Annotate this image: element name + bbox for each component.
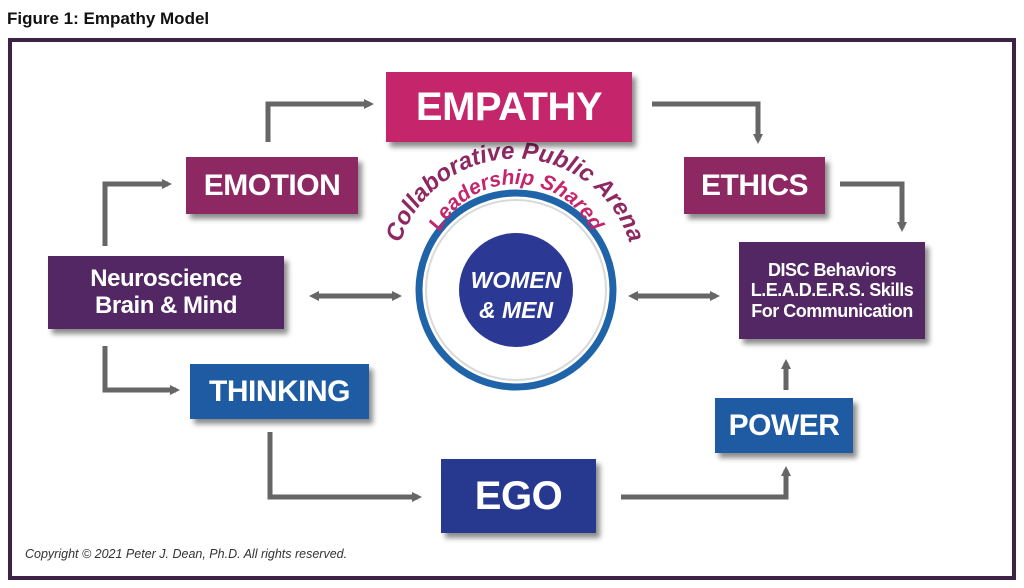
- arrow-ego-to-power: [621, 466, 791, 500]
- emotion-box: EMOTION: [186, 157, 358, 214]
- disc-line-3: For Communication: [751, 300, 913, 321]
- core-line-2: & MEN: [479, 297, 554, 323]
- neuroscience-line-2: Brain & Mind: [95, 291, 238, 319]
- arrow-ethics-to-disc: [840, 181, 907, 232]
- arrow-thinking-to-ego: [267, 432, 422, 502]
- disc-line-2: L.E.A.D.E.R.S. Skills: [750, 280, 914, 301]
- arrow-empathy-to-ethics: [652, 101, 763, 144]
- copyright-notice: Copyright © 2021 Peter J. Dean, Ph.D. Al…: [25, 547, 348, 561]
- thinking-box: THINKING: [190, 364, 369, 419]
- empathy-box: EMPATHY: [386, 72, 632, 142]
- ethics-label: ETHICS: [700, 168, 809, 202]
- arrow-emotion-to-empathy: [265, 99, 374, 142]
- neuroscience-line-1: Neuroscience: [90, 264, 242, 292]
- emotion-label: EMOTION: [203, 168, 341, 202]
- ethics-box: ETHICS: [684, 157, 825, 214]
- arrow-neuroscience-to-thinking: [102, 346, 180, 395]
- ego-box: EGO: [441, 459, 596, 533]
- empathy-label: EMPATHY: [415, 84, 603, 129]
- ego-label: EGO: [474, 473, 563, 518]
- power-label: POWER: [728, 408, 840, 442]
- disc-line-1: DISC Behaviors: [767, 260, 897, 281]
- disc-box: DISC Behaviors L.E.A.D.E.R.S. Skills For…: [739, 242, 925, 339]
- figure-title: Figure 1: Empathy Model: [7, 9, 210, 28]
- arrow-neuroscience-to-emotion: [102, 179, 172, 246]
- power-box: POWER: [715, 398, 853, 453]
- neuroscience-box: Neuroscience Brain & Mind: [48, 256, 284, 329]
- core-line-1: WOMEN: [471, 267, 562, 293]
- thinking-label: THINKING: [209, 374, 351, 408]
- women-men-core: [459, 233, 573, 347]
